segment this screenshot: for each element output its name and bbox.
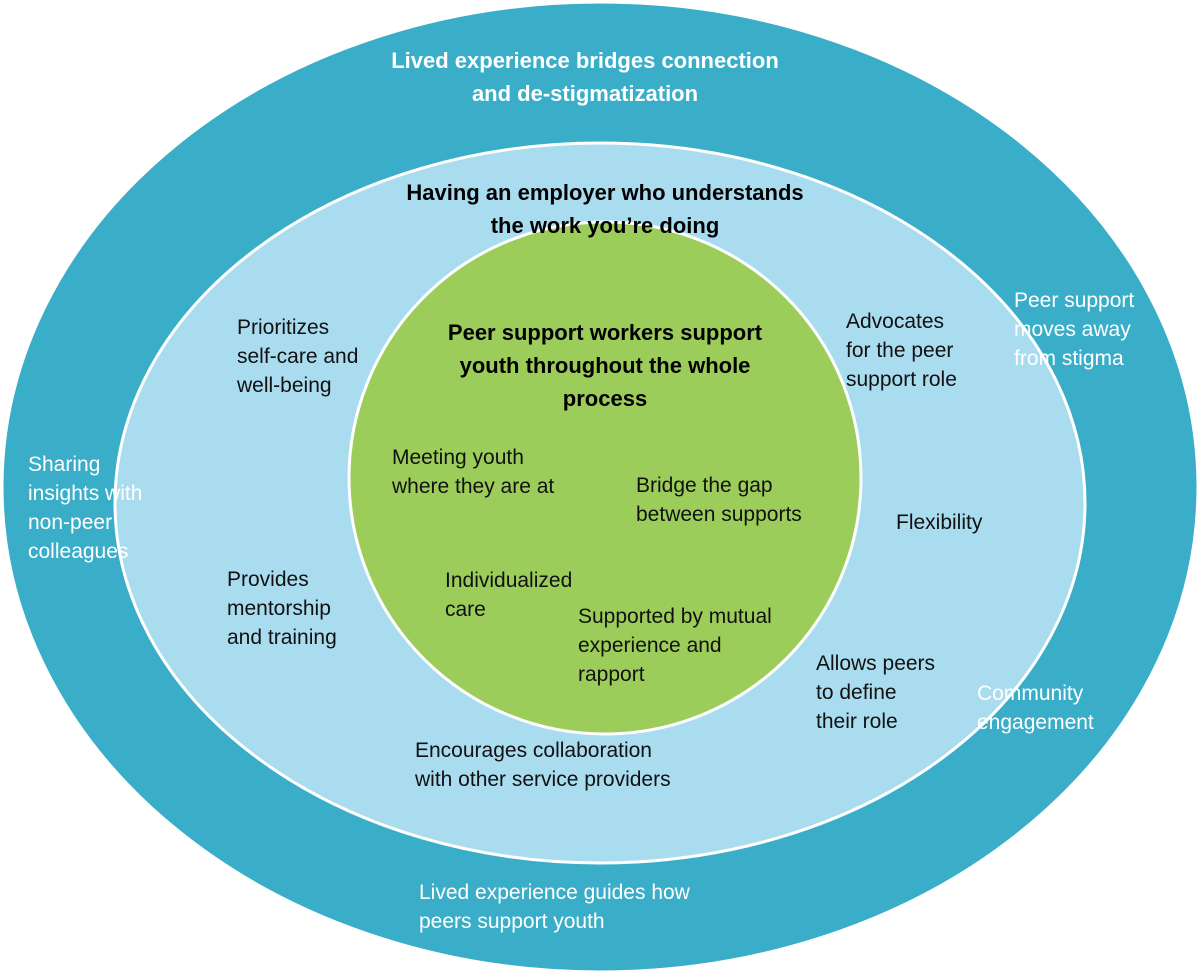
middle-item-define: Allows peers to define their role [816, 652, 936, 733]
inner-circle [347, 220, 863, 736]
middle-item-mentorship: Provides mentorship and training [227, 568, 337, 649]
inner-item-individualized: Individualized care [445, 569, 573, 621]
inner-item-mutual: Supported by mutual experience and rappo… [578, 605, 772, 686]
outer-item-guides: Lived experience guides how peers suppor… [419, 881, 690, 933]
inner-item-meeting: Meeting youth where they are at [392, 446, 555, 498]
outer-ring-title: Lived experience bridges connection and … [391, 48, 779, 106]
inner-item-bridge: Bridge the gap between supports [636, 474, 802, 526]
middle-ring-title: Having an employer who understands the w… [406, 180, 804, 238]
outer-item-stigma: Peer support moves away from stigma [1014, 289, 1135, 370]
middle-item-collaboration: Encourages collaboration with other serv… [415, 739, 671, 791]
middle-item-advocates: Advocates for the peer support role [846, 310, 957, 391]
inner-circle-title: Peer support workers support youth throu… [447, 320, 763, 411]
middle-item-flexibility: Flexibility [896, 511, 983, 534]
outer-item-community: Community engagement [977, 682, 1094, 734]
outer-item-sharing: Sharing insights with non-peer colleague… [28, 453, 143, 563]
middle-item-selfcare: Prioritizes self-care and well-being [237, 316, 359, 397]
